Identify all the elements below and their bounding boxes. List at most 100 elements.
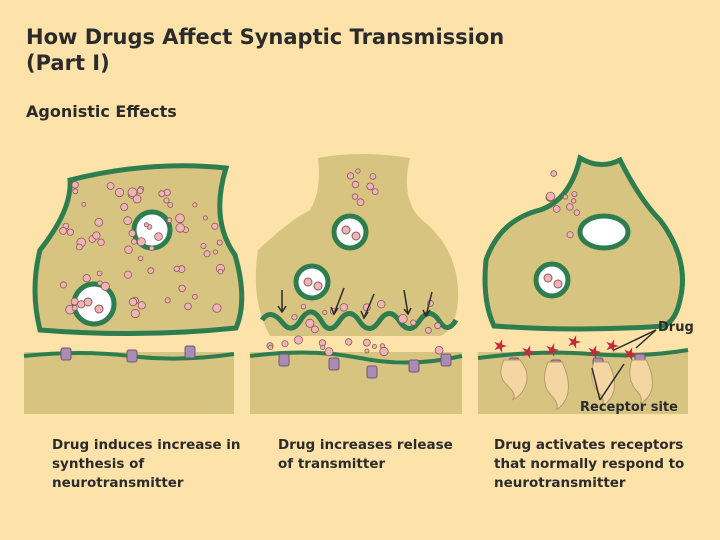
vesicle [137, 301, 146, 310]
receptor [278, 353, 290, 367]
receptor-site-label: Receptor site [580, 400, 678, 415]
vesicle [130, 308, 140, 319]
vesicle [192, 293, 198, 300]
vesicle [211, 222, 219, 230]
vesicle [203, 250, 211, 258]
receptor [408, 359, 420, 373]
vesicle [120, 202, 129, 211]
vesicle [59, 226, 67, 235]
vesicle [131, 238, 138, 245]
page-title: How Drugs Affect Synaptic Transmission (… [26, 25, 505, 75]
vesicle [371, 188, 379, 196]
vesicle [200, 242, 207, 249]
vesicle [82, 274, 91, 283]
vesicle [364, 348, 370, 354]
vesicle [202, 215, 208, 221]
drug-molecule [588, 345, 601, 359]
vesicle [136, 237, 146, 247]
receptor [366, 365, 378, 379]
vesicle [114, 187, 125, 198]
vesicle [147, 267, 155, 275]
vesicle [355, 168, 361, 174]
vesicle [167, 201, 174, 208]
receptor [440, 353, 452, 367]
vesicle [192, 202, 198, 208]
vesicle [550, 170, 558, 177]
receptor [60, 347, 72, 361]
vesicle [212, 249, 218, 255]
vesicle [76, 243, 83, 251]
postsynaptic-membrane-2 [249, 350, 463, 365]
vesicle [166, 217, 173, 224]
vesicles [59, 168, 580, 357]
receptor [328, 357, 340, 371]
vesicle [552, 205, 561, 213]
section-subtitle: Agonistic Effects [26, 102, 177, 121]
vesicle [267, 344, 274, 350]
vesicle [124, 245, 133, 254]
vesicle [148, 245, 155, 252]
panel-3-caption: Drug activates receptors that normally r… [494, 437, 685, 491]
drug-molecule [546, 343, 559, 357]
vesicle [424, 326, 432, 334]
vesicle [434, 345, 444, 355]
drug-label: Drug [658, 320, 694, 335]
vesicle [136, 187, 144, 195]
drug-molecules [494, 335, 637, 361]
vesicle [322, 309, 328, 315]
vesicle [97, 238, 105, 246]
label-leader-lines [591, 329, 657, 401]
vesicle [137, 255, 144, 261]
vesicle [81, 201, 87, 207]
vesicle [158, 190, 166, 198]
vesicle [570, 198, 577, 204]
vesicle [127, 187, 138, 198]
vesicle [128, 229, 136, 237]
vesicle [132, 194, 142, 204]
vesicle [100, 281, 110, 291]
vesicle [71, 304, 78, 311]
panel-1-caption: Drug induces increase in synthesis of ne… [52, 437, 241, 491]
vesicle [96, 270, 103, 277]
drug-molecule [606, 339, 619, 353]
vesicle [163, 197, 170, 204]
vesicle [293, 335, 303, 345]
organelles [71, 209, 631, 327]
vesicle [434, 322, 442, 330]
vesicle [362, 338, 371, 347]
vesicle [94, 217, 104, 227]
vesicle [566, 231, 574, 239]
vesicle [310, 325, 319, 334]
vesicle [184, 302, 192, 311]
vesicle [366, 182, 375, 191]
vesicle [217, 268, 224, 275]
vesicle [71, 181, 79, 189]
vesicle [300, 304, 307, 310]
vesicle [173, 265, 180, 272]
drug-molecule [522, 345, 535, 359]
vesicle [356, 198, 365, 207]
vesicle [410, 319, 417, 326]
panel-2-caption: Drug increases release of transmitter [278, 437, 453, 472]
vesicle [216, 239, 223, 246]
vesicle [212, 303, 222, 313]
receptor-channels [500, 359, 653, 411]
vesicle [123, 216, 133, 226]
vesicle [291, 314, 298, 321]
vesicle [154, 232, 163, 241]
vesicle [566, 203, 574, 211]
vesicle [66, 228, 74, 236]
vesicle [573, 209, 580, 216]
vesicle [562, 194, 569, 200]
vesicle [379, 346, 389, 357]
vesicle [324, 347, 334, 357]
vesicle [178, 284, 186, 293]
vesicle [72, 188, 79, 195]
drug-molecule [624, 347, 637, 361]
vesicle [351, 193, 359, 200]
vesicle [346, 172, 355, 180]
vesicle [339, 303, 348, 312]
vesicle [128, 297, 138, 307]
vesicle [143, 222, 149, 228]
vesicle [320, 344, 326, 350]
